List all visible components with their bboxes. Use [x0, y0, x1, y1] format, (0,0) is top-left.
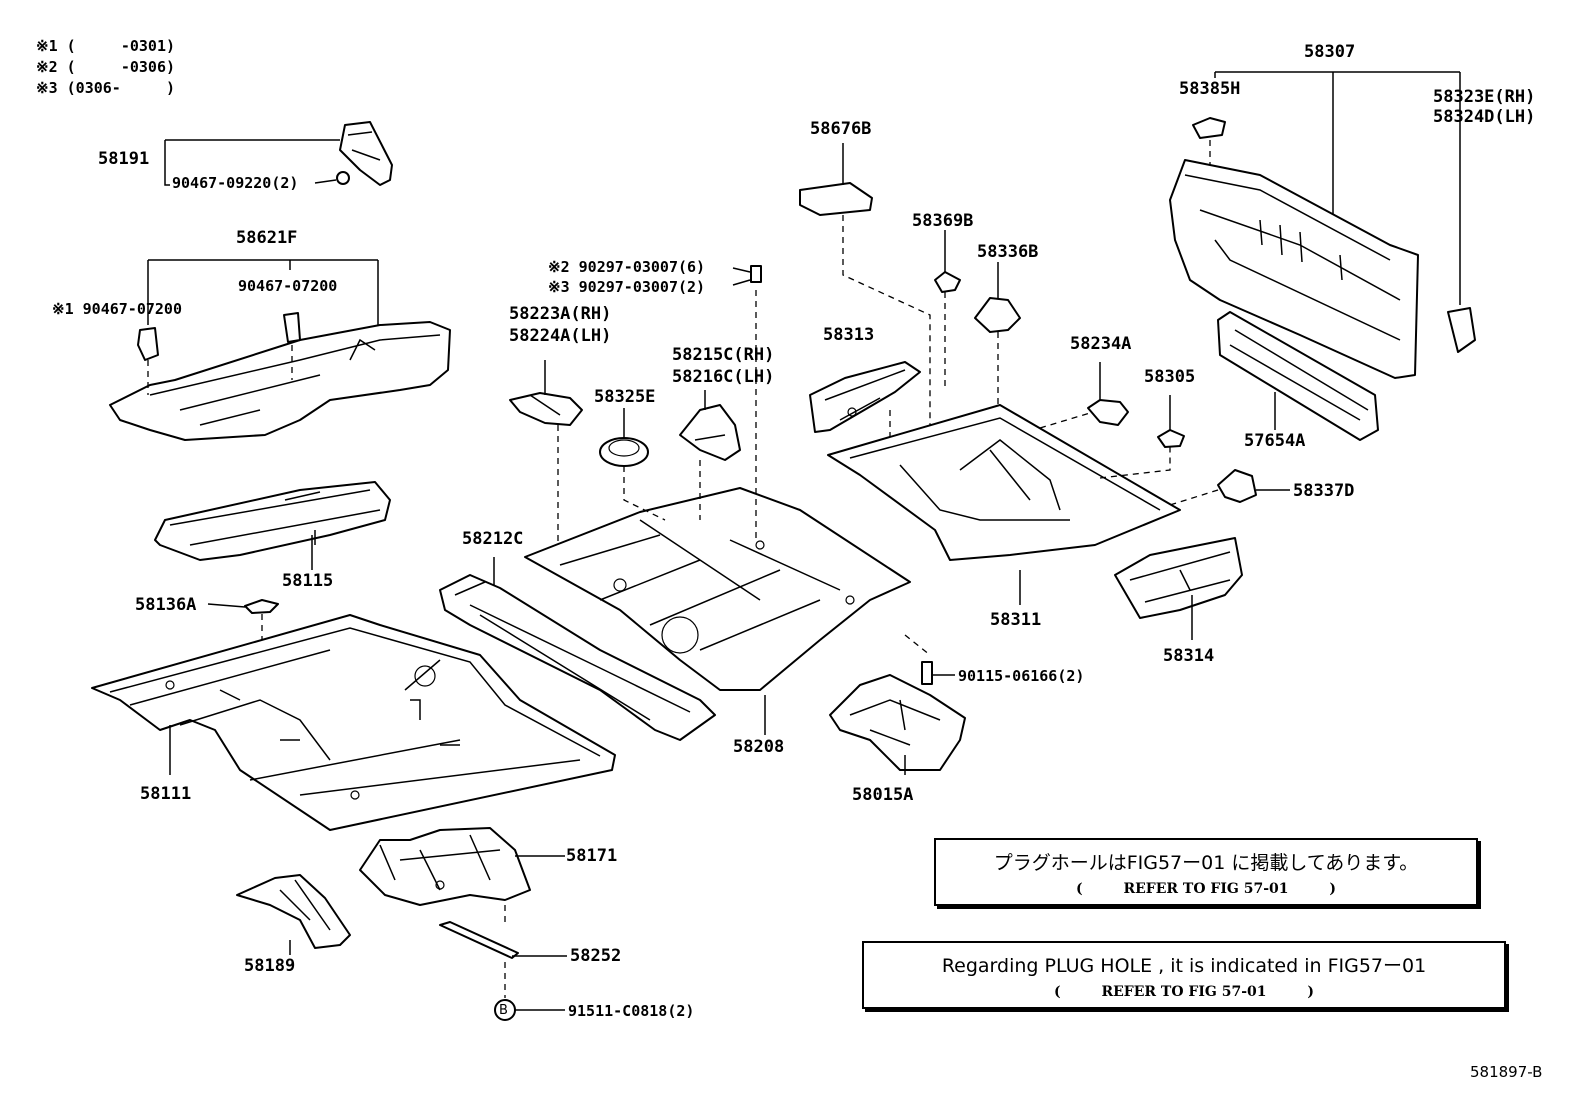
label-58015A: 58015A — [852, 785, 914, 805]
label-90467-07200-note1: ※1 90467-07200 — [52, 300, 182, 318]
part-58115-drawing — [154, 481, 391, 570]
note-en-ref: ( REFER TO FIG 57-01 ) — [864, 984, 1504, 1000]
part-58111-drawing — [91, 614, 616, 831]
part-57654A-drawing — [1217, 311, 1379, 441]
label-58621F: 58621F — [236, 228, 298, 248]
part-58252-drawing — [439, 921, 567, 1021]
part-58307-drawing — [1169, 71, 1476, 379]
part-58234A-drawing — [1087, 362, 1129, 426]
label-90297-03007-note2: ※2 90297-03007(6) — [548, 258, 706, 276]
part-58325E-drawing — [599, 408, 666, 521]
label-58171: 58171 — [566, 846, 618, 866]
part-58189-drawing — [236, 874, 351, 955]
part-58171-drawing — [359, 827, 565, 925]
label-58189: 58189 — [244, 956, 296, 976]
label-58314: 58314 — [1163, 646, 1215, 666]
note-jp-ref-close: ) — [1329, 881, 1336, 897]
part-58212C-drawing — [439, 557, 716, 741]
label-58313: 58313 — [823, 325, 875, 345]
note-en-ref-text: REFER TO FIG 57-01 — [1101, 984, 1267, 1000]
label-58324D: 58324D(LH) — [1433, 107, 1536, 127]
part-58621F-drawing — [109, 259, 451, 441]
label-91511-C0818: 91511-C0818(2) — [568, 1002, 695, 1020]
legend-row-2: ※2 ( -0306) — [36, 58, 175, 76]
label-57654A: 57654A — [1244, 431, 1306, 451]
note-jp-ref-open: ( — [1075, 881, 1083, 897]
part-58015A-drawing — [829, 634, 966, 775]
label-58305: 58305 — [1144, 367, 1196, 387]
label-58215C: 58215C(RH) — [672, 345, 775, 365]
label-58311: 58311 — [990, 610, 1042, 630]
label-58216C: 58216C(LH) — [672, 367, 775, 387]
figure-id: 581897-B — [1470, 1063, 1543, 1081]
label-58191: 58191 — [98, 149, 150, 169]
bolt-90297-drawing — [732, 265, 762, 540]
label-58115: 58115 — [282, 571, 334, 591]
part-58223A-drawing — [509, 360, 583, 545]
note-plug-hole-jp: プラグホールはFIG57ー01 に掲載してあります。 ( REFER TO FI… — [934, 838, 1478, 906]
label-90297-03007-note3: ※3 90297-03007(2) — [548, 278, 706, 296]
note-jp-text: プラグホールはFIG57ー01 に掲載してあります。 — [993, 852, 1419, 874]
legend-row-1: ※1 ( -0301) — [36, 37, 175, 55]
label-58136A: 58136A — [135, 595, 197, 615]
note-en-ref-open: ( — [1053, 984, 1061, 1000]
legend-row-3: ※3 (0306- ) — [36, 79, 175, 97]
part-58208-drawing — [524, 487, 911, 735]
label-90115-06166: 90115-06166(2) — [958, 667, 1085, 685]
label-58224A: 58224A(LH) — [509, 326, 612, 346]
label-58336B: 58336B — [977, 242, 1039, 262]
part-58191-drawing — [164, 121, 393, 186]
label-58337D: 58337D — [1293, 481, 1355, 501]
label-58252: 58252 — [570, 946, 622, 966]
note-en-text: Regarding PLUG HOLE , it is indicated in… — [941, 955, 1427, 977]
label-58369B: 58369B — [912, 211, 974, 231]
part-58337D-drawing — [1169, 469, 1290, 506]
label-58111: 58111 — [140, 784, 192, 804]
label-58212C: 58212C — [462, 529, 524, 549]
label-58208: 58208 — [733, 737, 785, 757]
part-58336B-drawing — [974, 262, 1021, 410]
note-en-ref-close: ) — [1307, 984, 1314, 1000]
label-90467-09220: 90467-09220(2) — [172, 174, 299, 192]
part-58369B-drawing — [934, 230, 961, 390]
part-58676B-drawing — [799, 143, 931, 470]
label-bolt-b: B — [499, 1003, 508, 1018]
part-58314-drawing — [1114, 537, 1243, 640]
label-58307: 58307 — [1304, 42, 1356, 62]
part-58215C-drawing — [679, 390, 741, 520]
part-58305-drawing — [1157, 395, 1185, 448]
note-jp-ref: ( REFER TO FIG 57-01 ) — [936, 881, 1476, 897]
label-58323E: 58323E(RH) — [1433, 87, 1536, 107]
label-58325E: 58325E — [594, 387, 656, 407]
note-jp-ref-text: REFER TO FIG 57-01 — [1123, 881, 1289, 897]
label-58223A: 58223A(RH) — [509, 304, 612, 324]
label-58234A: 58234A — [1070, 334, 1132, 354]
label-58385H: 58385H — [1179, 79, 1241, 99]
note-plug-hole-en: Regarding PLUG HOLE , it is indicated in… — [862, 941, 1506, 1009]
label-90467-07200: 90467-07200 — [238, 277, 338, 295]
label-58676B: 58676B — [810, 119, 872, 139]
part-58311-drawing — [827, 404, 1181, 605]
